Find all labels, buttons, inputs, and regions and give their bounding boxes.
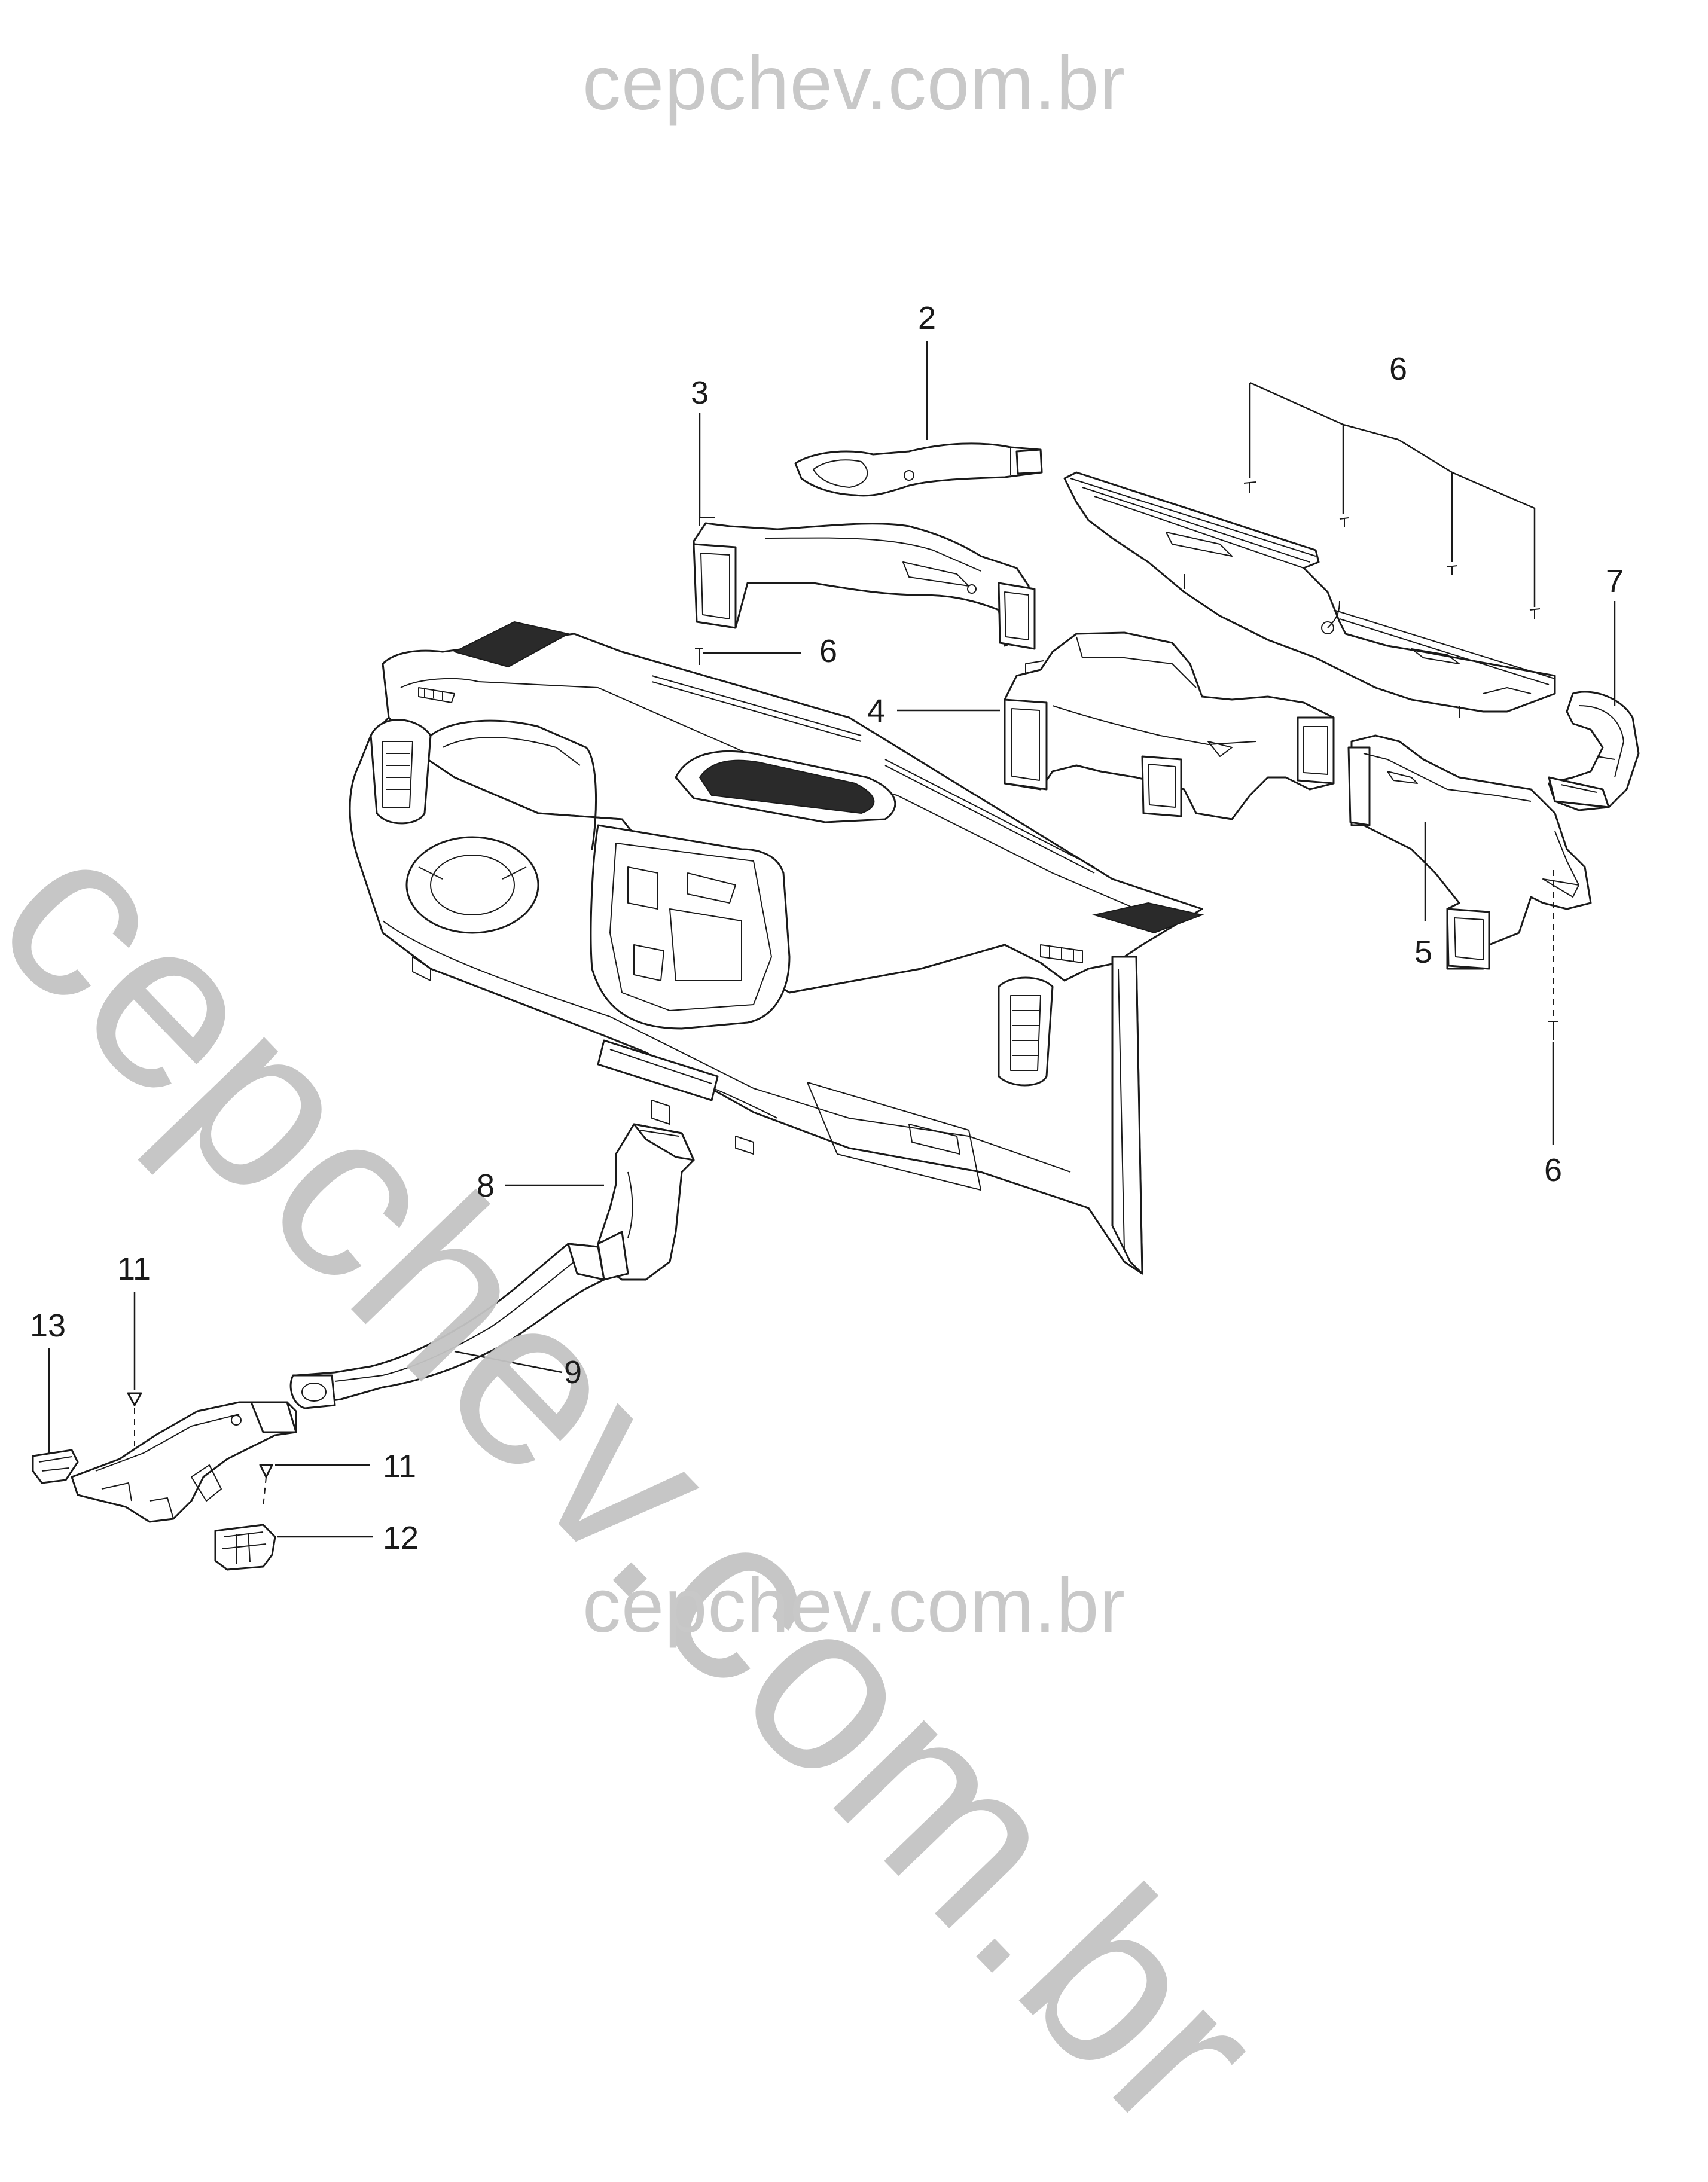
leader-lines <box>48 341 1616 1538</box>
callout-6-top: 6 <box>1389 351 1408 387</box>
watermark-top: cepchev.com.br <box>582 41 1126 126</box>
parts-diagram: cepchev.com.br <box>0 41 1640 2179</box>
callout-2: 2 <box>918 300 937 336</box>
outlet-elbow-icon <box>1548 691 1640 811</box>
callout-9: 9 <box>564 1354 582 1390</box>
callout-12: 12 <box>383 1520 419 1556</box>
outlet-cap-icon <box>32 1449 79 1484</box>
callout-11-right: 11 <box>383 1448 417 1484</box>
callout-13: 13 <box>30 1308 66 1344</box>
callout-4: 4 <box>867 693 886 729</box>
right-side-duct-icon <box>1347 734 1592 970</box>
callout-3: 3 <box>691 375 709 411</box>
floor-duct-icon <box>289 1243 605 1409</box>
screw-icon <box>695 481 1558 1040</box>
left-side-duct-icon <box>693 517 1036 650</box>
callout-6-right: 6 <box>1544 1152 1563 1188</box>
callout-6-mid: 6 <box>819 633 838 669</box>
callout-7: 7 <box>1606 563 1624 599</box>
floor-duct-elbow-icon <box>597 1123 695 1281</box>
watermark-bottom: cepchev.com.br <box>582 1563 1126 1649</box>
rear-outlet-duct-icon <box>71 1401 297 1523</box>
center-duct-icon <box>1004 631 1335 820</box>
instrument-panel-icon <box>349 621 1204 1275</box>
clip-icon <box>127 1392 273 1478</box>
callout-11-top: 11 <box>117 1251 151 1287</box>
callout-8: 8 <box>477 1168 495 1204</box>
defroster-duct-icon <box>1063 471 1556 718</box>
callout-5: 5 <box>1414 934 1433 970</box>
rear-outlet-icon <box>214 1524 276 1571</box>
diagram-drawing <box>32 341 1640 1571</box>
upper-duct-icon <box>794 442 1043 497</box>
